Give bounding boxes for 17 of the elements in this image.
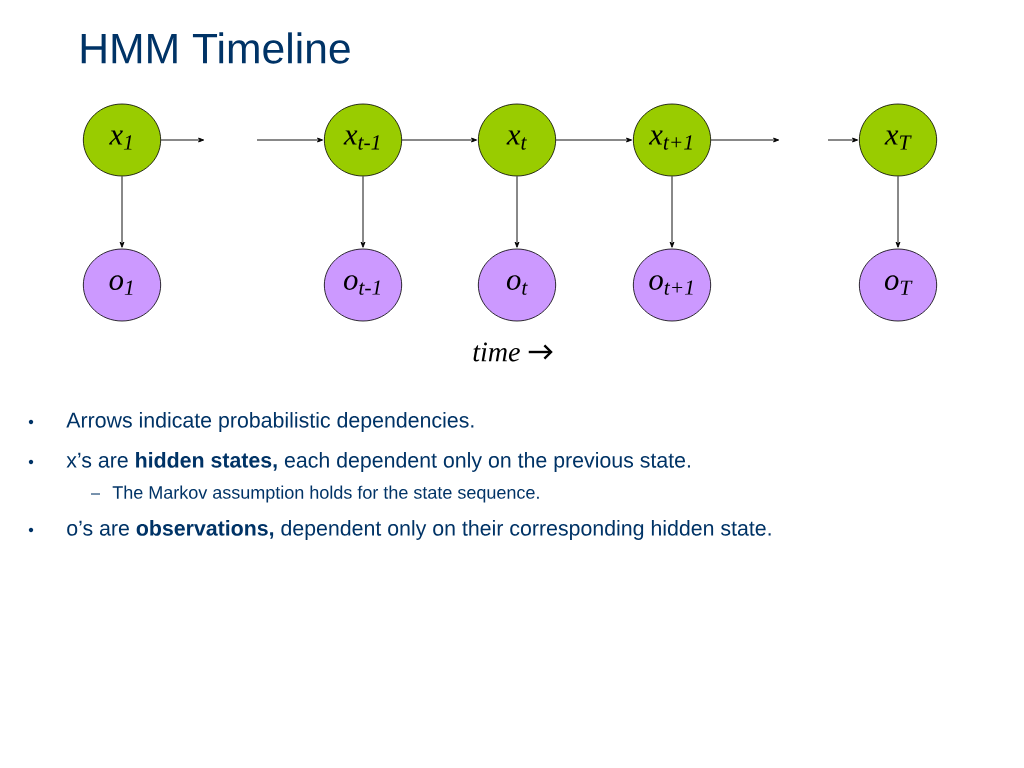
axis-label: time (473, 342, 520, 362)
arrow (710, 137, 780, 143)
arrow (119, 175, 125, 248)
arrow (895, 175, 901, 248)
arrow (555, 137, 633, 143)
arrow (160, 137, 205, 143)
arrow (827, 137, 859, 143)
arrow (256, 137, 324, 143)
bullet-text: The Markov assumption holds for the state sequence. (112, 485, 539, 503)
bullet-text: o’s are observations, dependent only on their corresponding hidden state. (67, 520, 771, 540)
bullet-text: Arrows indicate probabilistic dependencies. (66, 412, 474, 432)
arrow (360, 175, 366, 248)
arrow (669, 175, 675, 248)
title: HMM Timeline (81, 32, 350, 64)
arrow (514, 175, 520, 248)
bullet-text: x’s are hidden states, each dependent only on the previous state. (66, 452, 690, 472)
arrow (401, 137, 478, 143)
